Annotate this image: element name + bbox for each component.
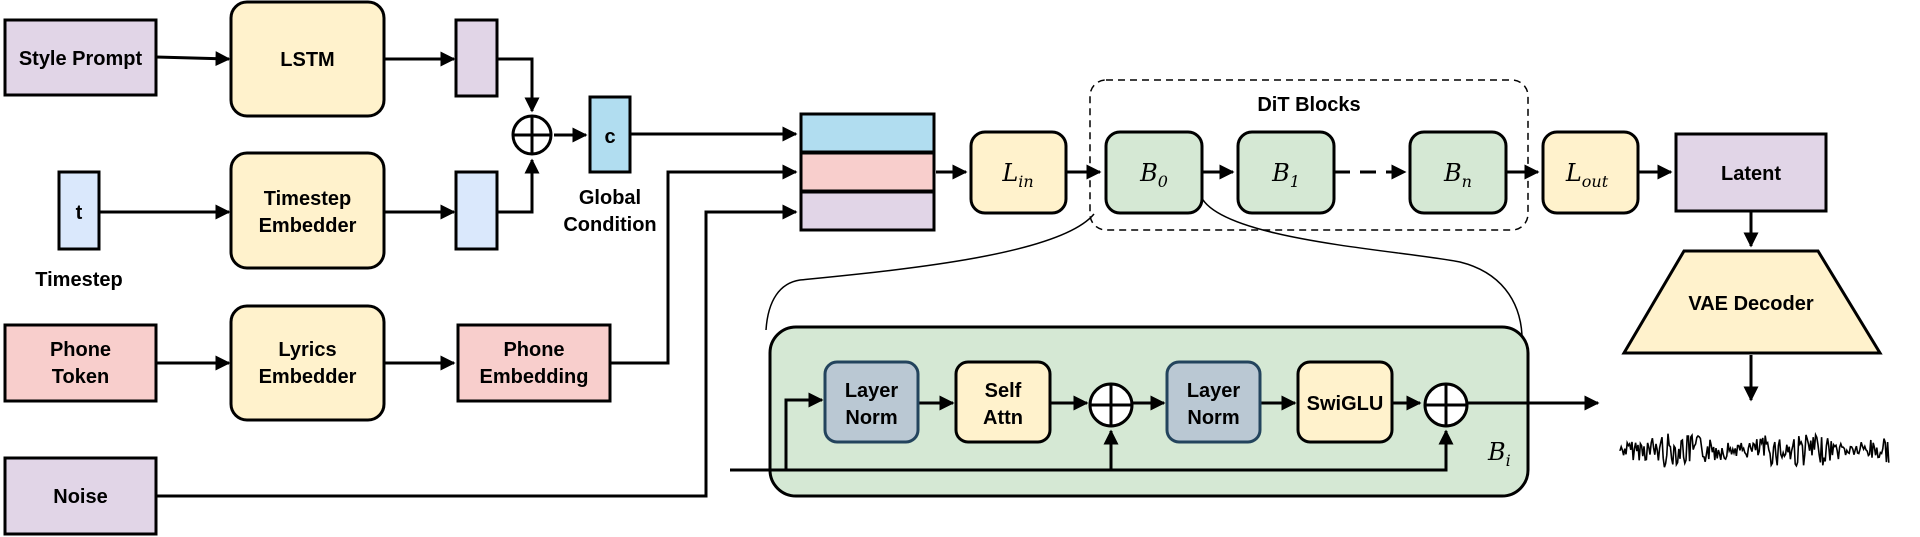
svg-text:Phone: Phone bbox=[50, 339, 111, 361]
svg-text:B1: B1 bbox=[1271, 159, 1300, 191]
style-prompt-box: Style Prompt bbox=[3, 18, 158, 97]
add-operator-1-icon bbox=[1088, 382, 1134, 428]
self-attn-box: Self Attn bbox=[954, 360, 1052, 444]
l-in-box: Lin bbox=[969, 130, 1068, 215]
phone-token-box: Phone Token bbox=[3, 323, 158, 403]
layer-norm-1-box: Layer Norm bbox=[823, 360, 920, 444]
bi-label: Bi bbox=[1487, 438, 1511, 470]
block-detail-connectors bbox=[730, 392, 1600, 472]
svg-text:Lyrics: Lyrics bbox=[278, 339, 336, 361]
waveform-icon bbox=[1619, 431, 1890, 468]
svg-text:Bn: Bn bbox=[1443, 159, 1472, 191]
layer-norm-2-box: Layer Norm bbox=[1165, 360, 1262, 444]
svg-text:Attn: Attn bbox=[983, 407, 1023, 429]
svg-text:Style Prompt: Style Prompt bbox=[19, 48, 143, 70]
phone-embedding-box: Phone Embedding bbox=[456, 323, 612, 403]
svg-text:Norm: Norm bbox=[1187, 407, 1239, 429]
connectors bbox=[99, 51, 1759, 498]
svg-text:Embedder: Embedder bbox=[259, 215, 357, 237]
global-condition-label-1: Global bbox=[579, 187, 641, 209]
timestep-embedding-box bbox=[454, 170, 499, 251]
dit-blocks-title: DiT Blocks bbox=[1257, 94, 1360, 116]
svg-text:B0: B0 bbox=[1139, 159, 1168, 191]
svg-text:Embedding: Embedding bbox=[480, 366, 589, 388]
lstm-box: LSTM bbox=[229, 0, 386, 118]
svg-text:Layer: Layer bbox=[845, 380, 899, 402]
bn-box: Bn bbox=[1408, 130, 1508, 215]
svg-text:c: c bbox=[604, 126, 615, 148]
svg-text:VAE Decoder: VAE Decoder bbox=[1688, 293, 1813, 315]
svg-text:Timestep: Timestep bbox=[264, 188, 351, 210]
svg-text:t: t bbox=[76, 202, 83, 224]
timestep-symbol-box: t bbox=[57, 170, 101, 251]
svg-text:Latent: Latent bbox=[1721, 163, 1781, 185]
svg-text:Layer: Layer bbox=[1187, 380, 1241, 402]
timestep-label: Timestep bbox=[35, 269, 122, 291]
b1-box: B1 bbox=[1236, 130, 1336, 215]
svg-text:Phone: Phone bbox=[503, 339, 564, 361]
noise-box: Noise bbox=[3, 456, 158, 536]
svg-text:Norm: Norm bbox=[845, 407, 897, 429]
vae-decoder-box: VAE Decoder bbox=[1621, 249, 1883, 355]
b0-box: B0 bbox=[1104, 130, 1204, 215]
timestep-embedder-box: Timestep Embedder bbox=[229, 151, 386, 270]
latent-box: Latent bbox=[1674, 132, 1828, 213]
svg-text:Lout: Lout bbox=[1565, 159, 1609, 191]
stacked-input bbox=[799, 112, 936, 232]
global-condition-box: c bbox=[588, 95, 632, 174]
lyrics-embedder-box: Lyrics Embedder bbox=[229, 304, 386, 422]
svg-text:Token: Token bbox=[52, 366, 109, 388]
svg-text:LSTM: LSTM bbox=[280, 49, 334, 71]
svg-text:Embedder: Embedder bbox=[259, 366, 357, 388]
svg-text:Noise: Noise bbox=[53, 486, 107, 508]
svg-text:SwiGLU: SwiGLU bbox=[1307, 393, 1384, 415]
svg-text:Self: Self bbox=[985, 380, 1022, 402]
l-out-box: Lout bbox=[1541, 130, 1640, 215]
add-operator-2-icon bbox=[1423, 382, 1469, 428]
global-condition-label-2: Condition bbox=[563, 214, 656, 236]
svg-text:Lin: Lin bbox=[1001, 159, 1033, 191]
style-embedding-box bbox=[454, 18, 499, 98]
add-operator-icon bbox=[511, 114, 553, 156]
swiglu-box: SwiGLU bbox=[1296, 360, 1394, 444]
